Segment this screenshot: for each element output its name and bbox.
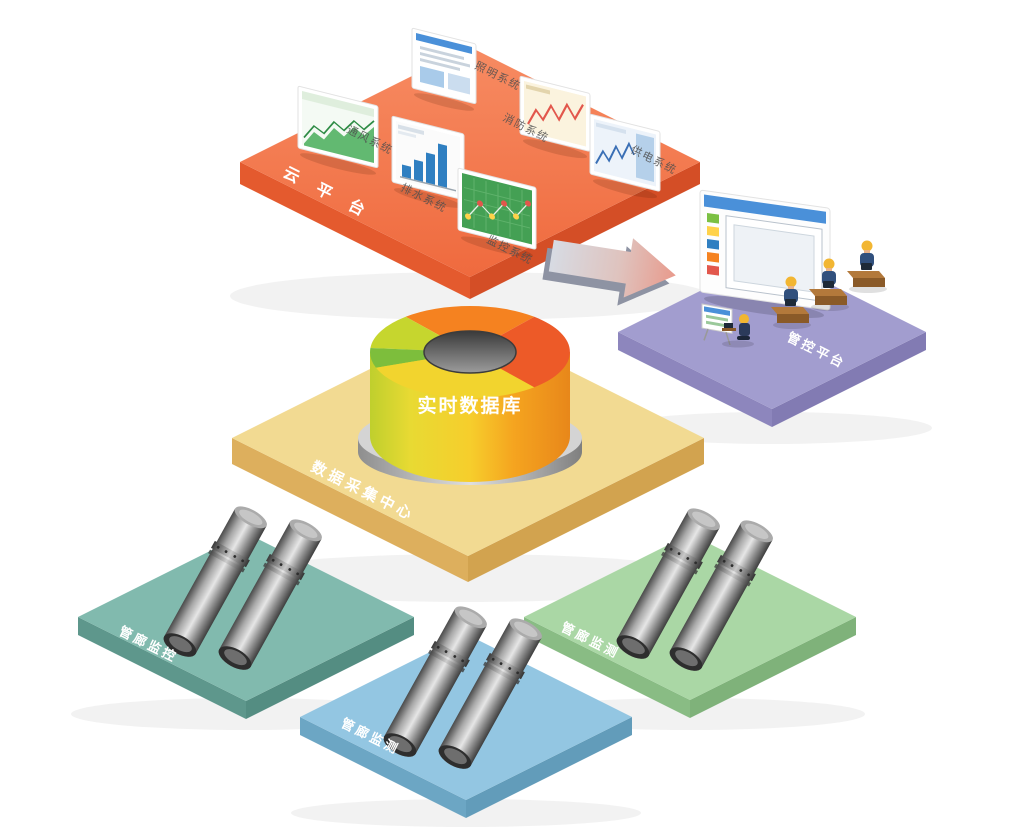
monitor-lighting-system <box>411 27 477 111</box>
line-chart <box>595 141 635 165</box>
donut-hole <box>423 330 517 374</box>
scatter-line <box>467 202 529 218</box>
line-chart <box>303 119 375 139</box>
control-platform-side-left <box>618 332 772 427</box>
tunnel-platform-right: 管廊监测 <box>515 503 865 730</box>
desk-worker <box>847 240 887 293</box>
area-chart <box>304 126 374 163</box>
control-platform-top <box>618 255 926 409</box>
realtime-database-cylinder: 实时数据库 <box>358 306 582 485</box>
tunnel-middle-side-right <box>466 717 632 818</box>
tunnel-platform-middle: 管廊监测 <box>291 601 641 827</box>
arrow-top <box>548 238 676 298</box>
monitor-power-system <box>589 113 661 199</box>
tunnel-middle-side-left <box>300 717 466 818</box>
cloud-platform: 通风系统 排水系统 照明系统 消防系统 监控系统 供电系统 云 平 台 <box>230 27 710 320</box>
tunnel-left-side-right <box>246 617 414 719</box>
cloud-platform-side-right <box>470 162 700 299</box>
control-platform-side-right <box>772 332 926 427</box>
tunnel-platform-left: 管廊监控 <box>71 501 421 730</box>
tunnel-right-side-left <box>524 617 690 718</box>
screen-header-bar <box>704 194 826 224</box>
monitor-drainage-system <box>391 115 465 208</box>
flow-arrow <box>542 238 676 306</box>
data-center-side-right <box>468 438 704 582</box>
monitor-surveillance-system <box>457 167 537 257</box>
tunnel-left-side-left <box>78 617 246 719</box>
monitor-fire-system <box>519 75 591 159</box>
data-center-side-left <box>232 438 468 582</box>
sitting-operator <box>722 314 754 348</box>
control-platform: 管控平台 <box>612 189 932 444</box>
cloud-platform-side-left <box>240 162 470 299</box>
grid-lines <box>464 177 530 241</box>
line-chart <box>527 102 584 125</box>
control-big-screen <box>699 189 831 318</box>
tunnel-right-side-right <box>690 617 856 718</box>
monitor-ventilation-system <box>297 85 379 175</box>
realtime-database-label: 实时数据库 <box>417 394 522 417</box>
scatter-dots <box>465 200 531 220</box>
donut-chart-top <box>370 306 570 398</box>
bar-chart <box>400 143 456 192</box>
screen-sidebar-tiles <box>707 212 719 276</box>
